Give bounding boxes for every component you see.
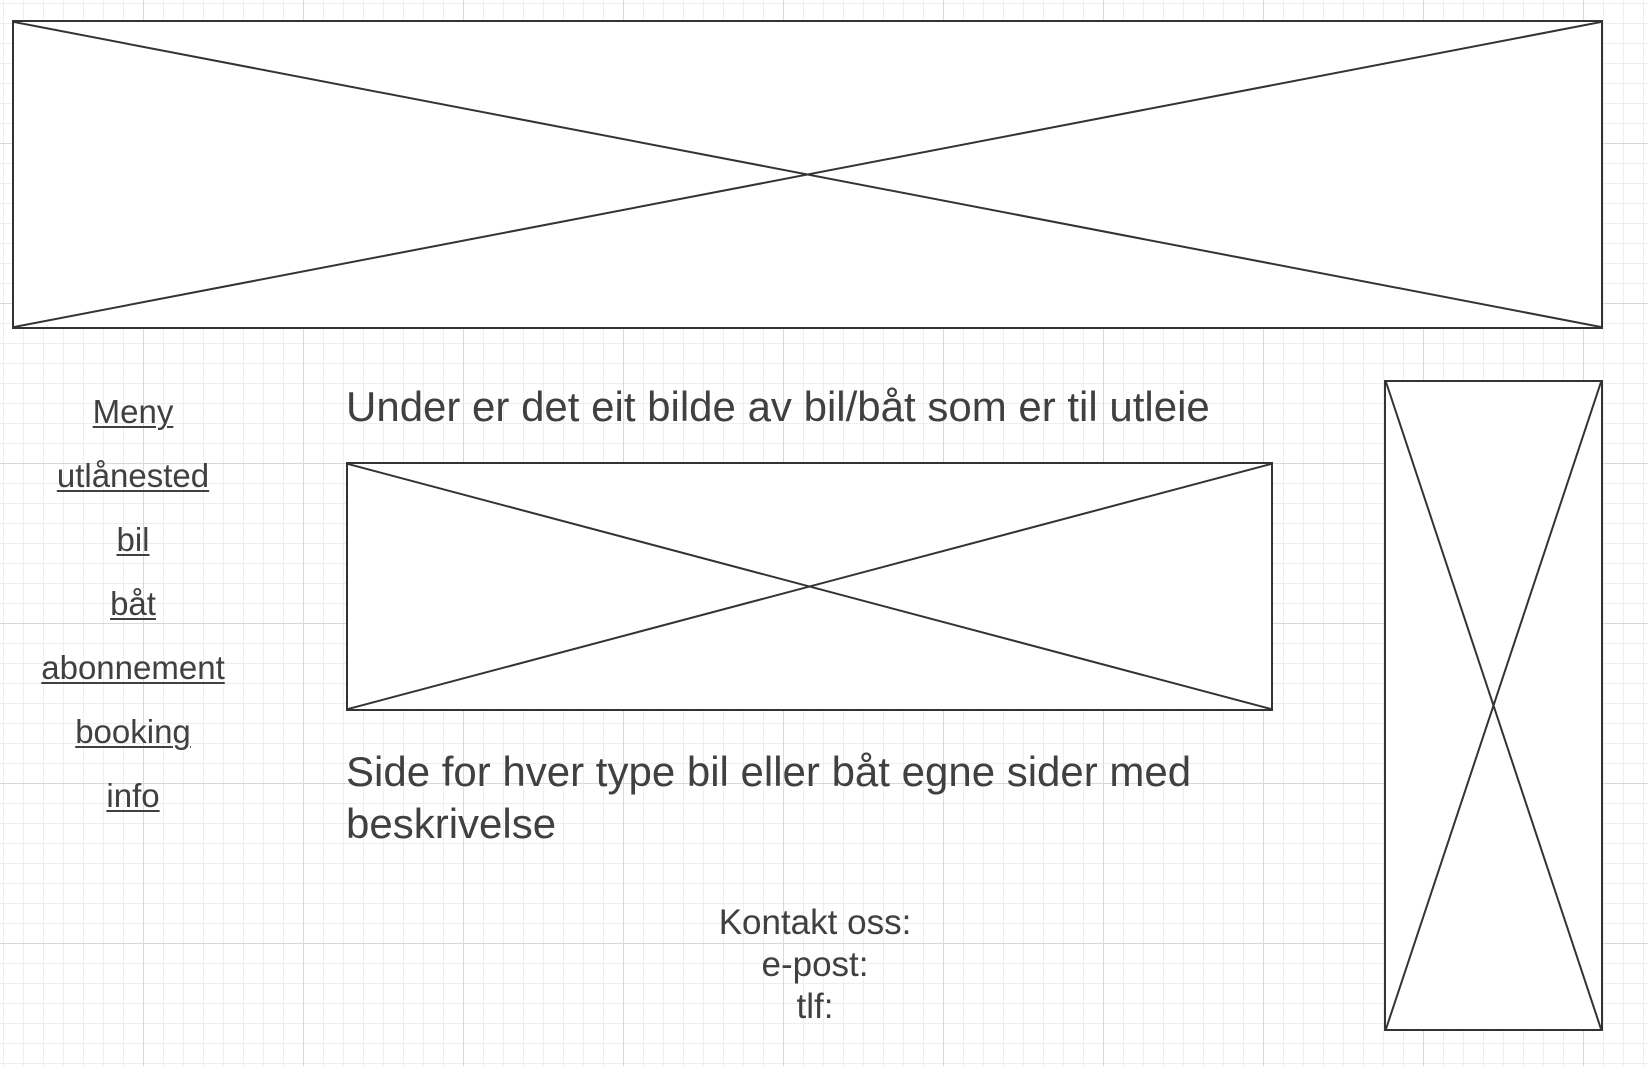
description-text: Side for hver type bil eller båt egne si… (346, 748, 1192, 847)
contact-email-label: e-post: (761, 945, 869, 984)
banner-image-placeholder (12, 20, 1603, 329)
contact-phone-label: tlf: (796, 987, 834, 1026)
main-heading: Under er det eit bilde av bil/båt som er… (346, 383, 1210, 430)
menu-title-link[interactable]: Meny (92, 393, 174, 430)
rental-image-placeholder (346, 462, 1273, 711)
image-placeholder-icon (348, 464, 1271, 709)
menu-item-utlanested[interactable]: utlånested (56, 457, 210, 494)
menu-item-info[interactable]: info (106, 777, 160, 814)
menu-item-abonnement[interactable]: abonnement (41, 649, 225, 686)
menu-item-booking[interactable]: booking (75, 713, 191, 750)
image-placeholder-icon (1386, 382, 1601, 1029)
image-placeholder-icon (14, 22, 1601, 327)
side-image-placeholder (1384, 380, 1603, 1031)
menu-item-bil[interactable]: bil (116, 521, 150, 558)
contact-section: Kontakt oss: e-post: tlf: (560, 902, 1070, 1028)
side-menu: Meny utlånested bil båt abonnement booki… (0, 387, 266, 835)
menu-item-bat[interactable]: båt (110, 585, 156, 622)
contact-title: Kontakt oss: (718, 903, 912, 942)
